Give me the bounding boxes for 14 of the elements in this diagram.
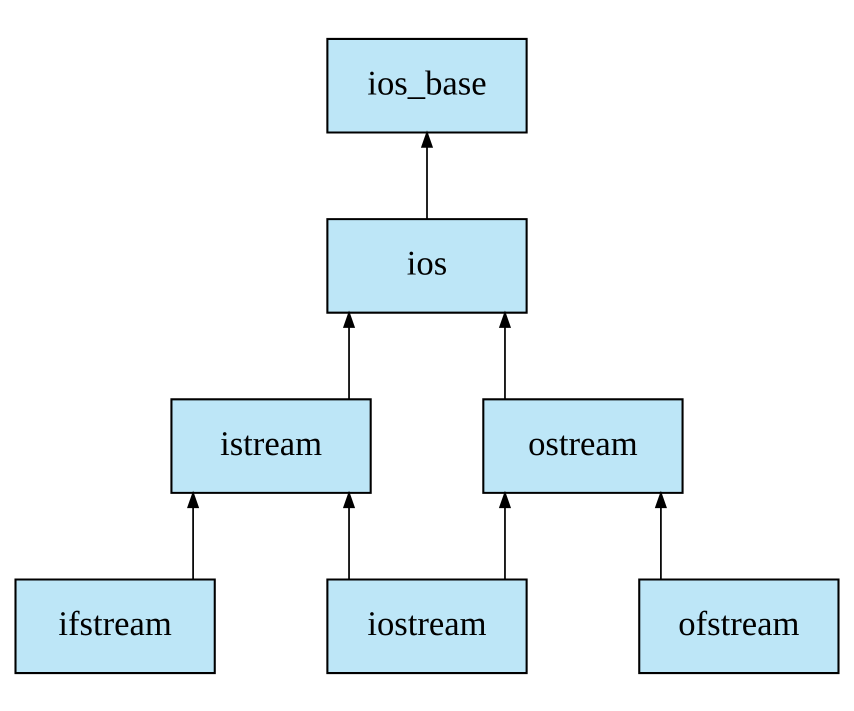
arrow [498, 310, 512, 399]
arrow [654, 490, 667, 579]
arrow [342, 490, 356, 579]
node-box: ifstream [14, 578, 216, 674]
arrow [498, 490, 512, 579]
node-box: istream [170, 398, 372, 494]
arrow [342, 310, 356, 399]
arrow [420, 130, 434, 219]
node-box: ofstream [638, 578, 840, 674]
node-box: ios [326, 218, 528, 314]
node-box: ios_base [326, 37, 528, 134]
node-box: iostream [326, 578, 528, 674]
node-box: ostream [482, 398, 684, 494]
arrow [187, 490, 200, 579]
